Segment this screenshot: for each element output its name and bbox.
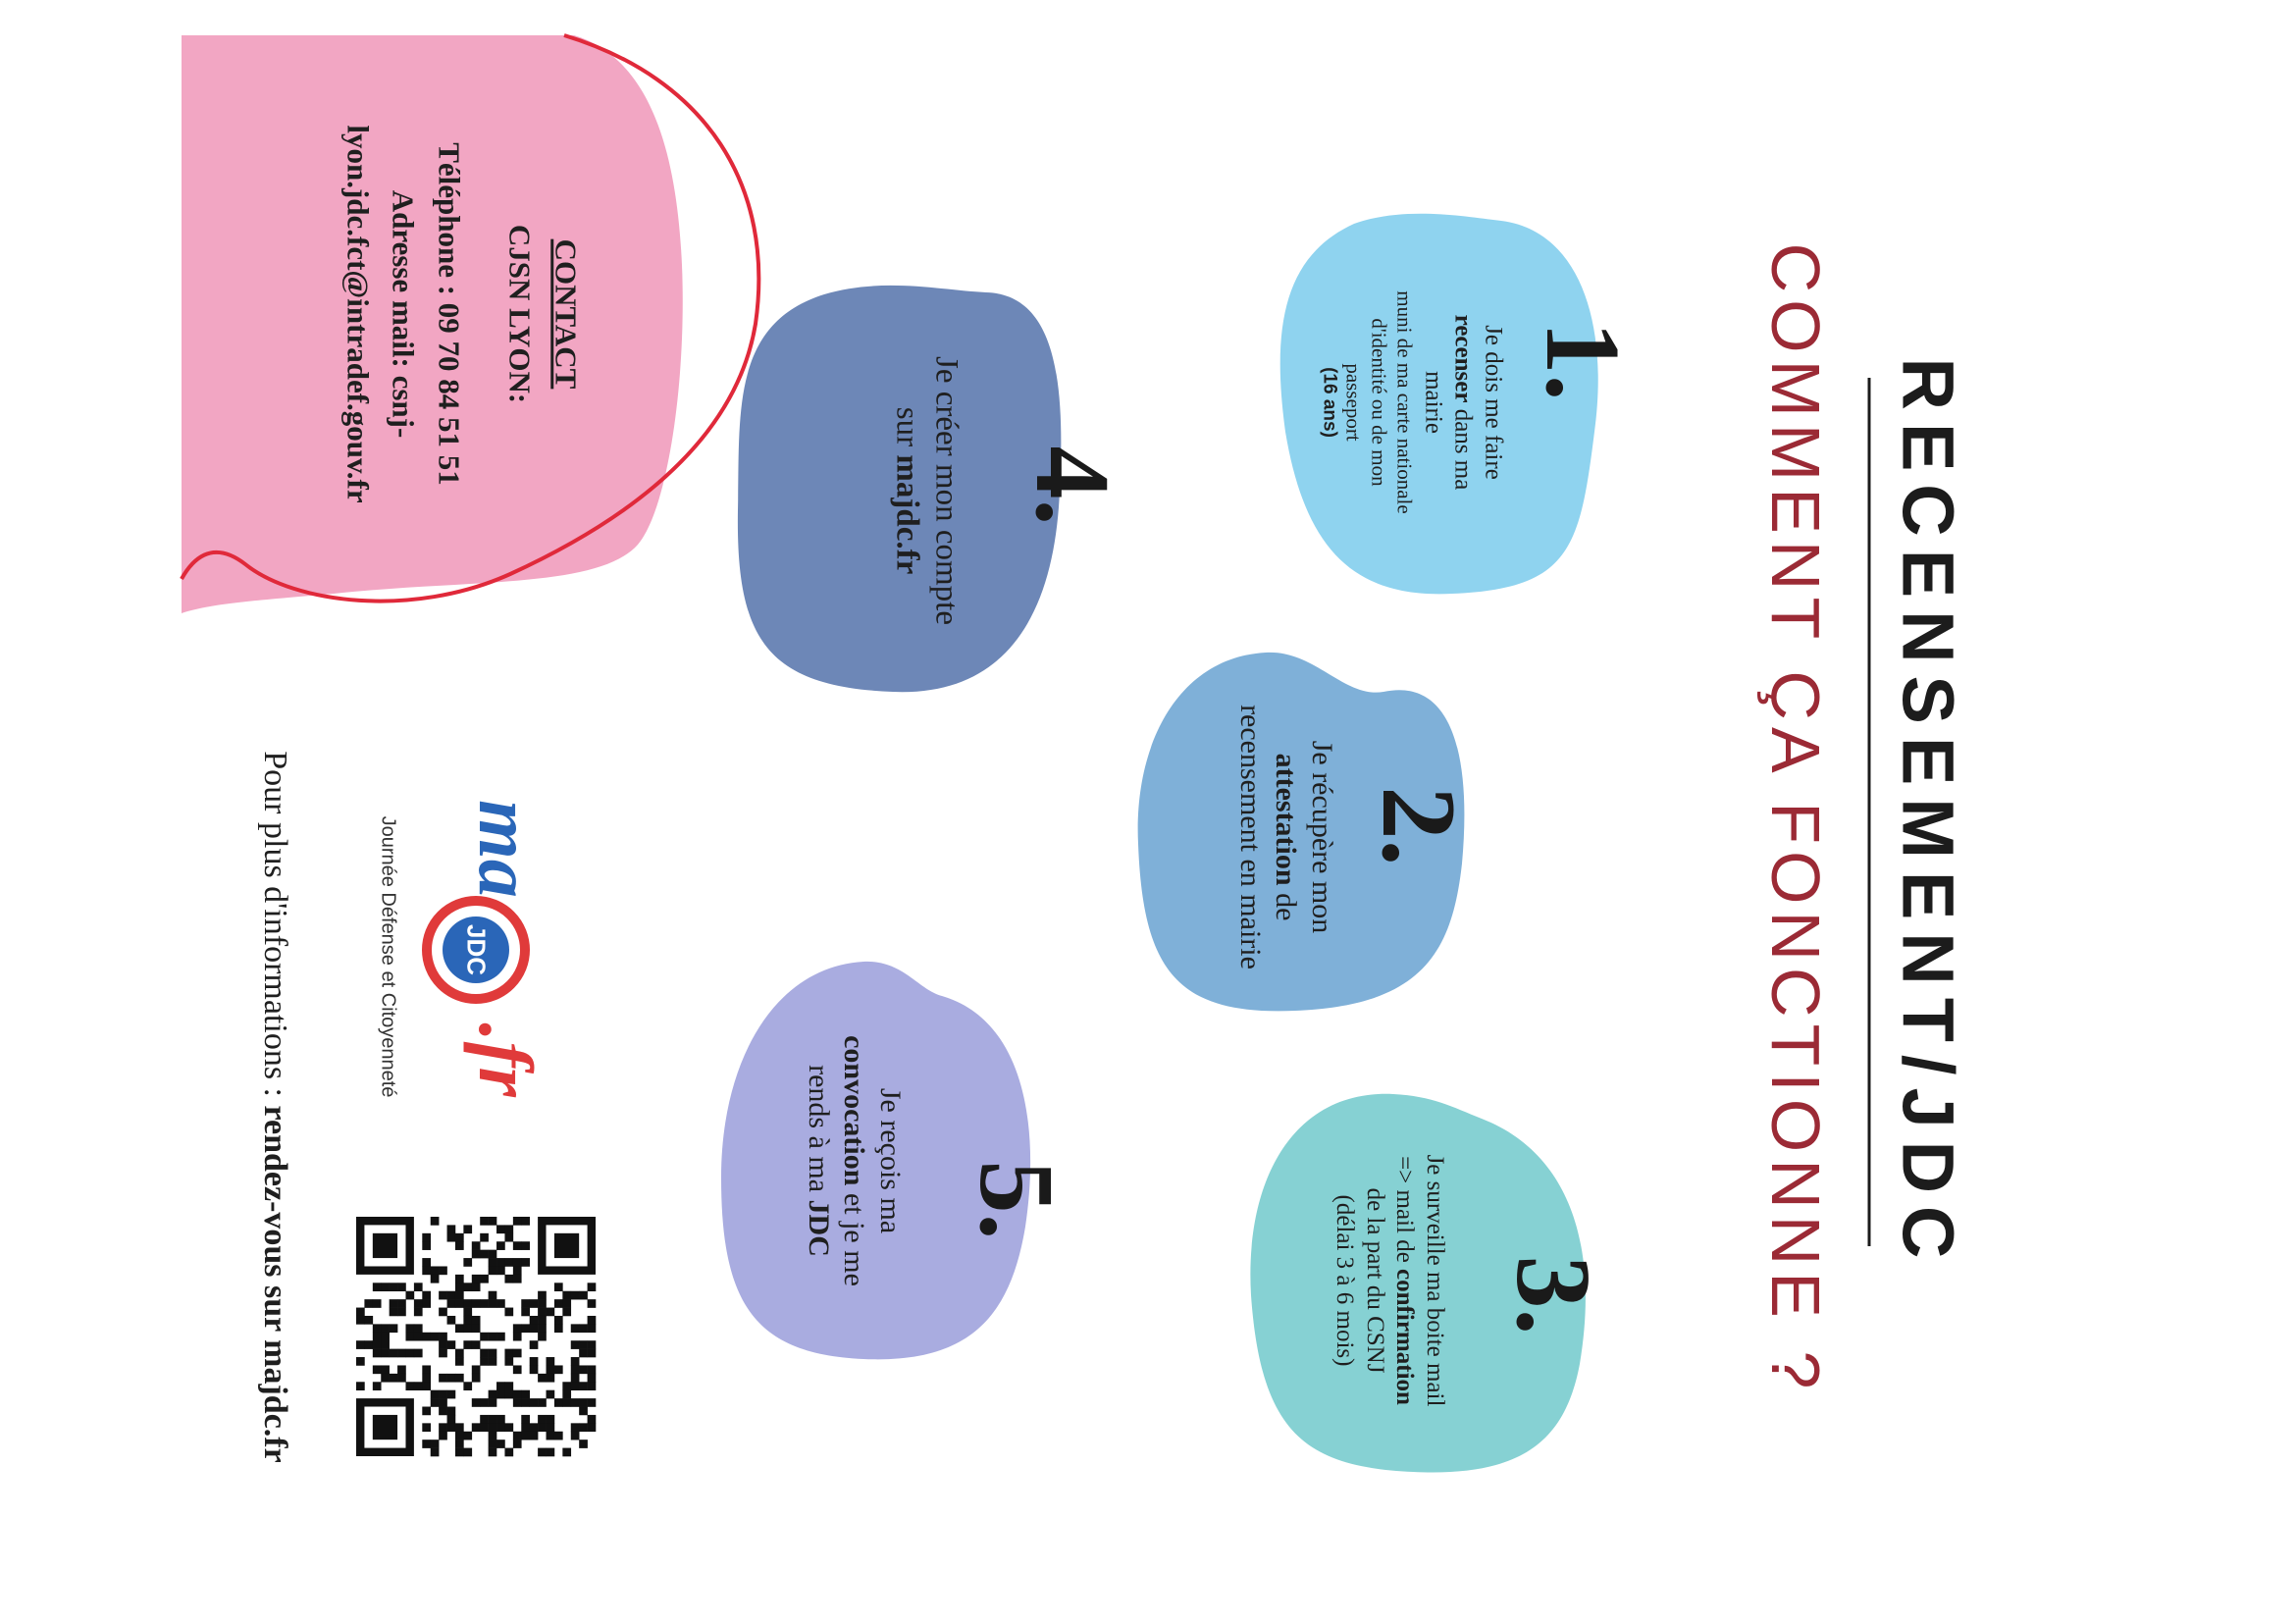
decorative-red-curve — [180, 33, 761, 603]
step-4-text: Je créer mon compte sur majdc.fr — [889, 356, 965, 625]
page-subtitle: COMMENT ÇA FONCTIONNE ? — [1757, 242, 1834, 1396]
logo-core — [443, 916, 509, 983]
contact-blob — [182, 35, 683, 613]
qr-code[interactable] — [356, 1217, 597, 1457]
step-2-blob — [1137, 652, 1465, 1012]
logo-text-right: .fr — [463, 1022, 548, 1097]
step-3-number: 3. — [1494, 1255, 1611, 1335]
step-2-text: Je récupère mon attestation de recenseme… — [1233, 705, 1338, 969]
step-2-number: 2. — [1360, 786, 1477, 866]
step-4-number: 4. — [1014, 445, 1130, 526]
step-5-number: 5. — [958, 1160, 1074, 1240]
contact-email[interactable]: lyon.jdc.fct@intradef.gouv.fr — [340, 125, 376, 503]
page-title: RECENSEMENT/JDC — [1887, 357, 1969, 1272]
footer-info: Pour plus d'informations : rendez-vous s… — [257, 751, 293, 1463]
contact-org: CJSN LYON: — [502, 224, 538, 404]
logo-ring — [422, 896, 530, 1004]
step-5-text: Je reçois ma convocation et je me rends … — [802, 1035, 907, 1286]
step-4-blob — [737, 285, 1062, 693]
step-1-text: Je dois me faire recenser dans ma mairie… — [1319, 290, 1507, 514]
contact-block: CONTACT CJSN LYON: Téléphone : 09 70 84 … — [335, 39, 589, 589]
step-3-blob — [1250, 1093, 1586, 1473]
step-1-number: 1. — [1524, 321, 1641, 401]
step-3-text: Je surveille ma boite mail => mail de co… — [1331, 1154, 1449, 1407]
step-5-blob — [721, 961, 1031, 1360]
majdc-logo — [422, 896, 530, 1004]
contact-email-label: Adresse mail: csnj- — [386, 189, 421, 439]
logo-text-left: ma — [463, 800, 548, 898]
logo-text-mid: JDC — [461, 923, 492, 976]
contact-phone: Téléphone : 09 70 84 51 51 — [432, 142, 467, 486]
contact-heading: CONTACT — [548, 238, 584, 390]
step-1-blob — [1279, 213, 1598, 595]
logo-caption: Journée Défense et Citoyenneté — [377, 815, 399, 1098]
footer-link[interactable]: rendez-vous sur majdc.fr — [257, 1105, 293, 1463]
